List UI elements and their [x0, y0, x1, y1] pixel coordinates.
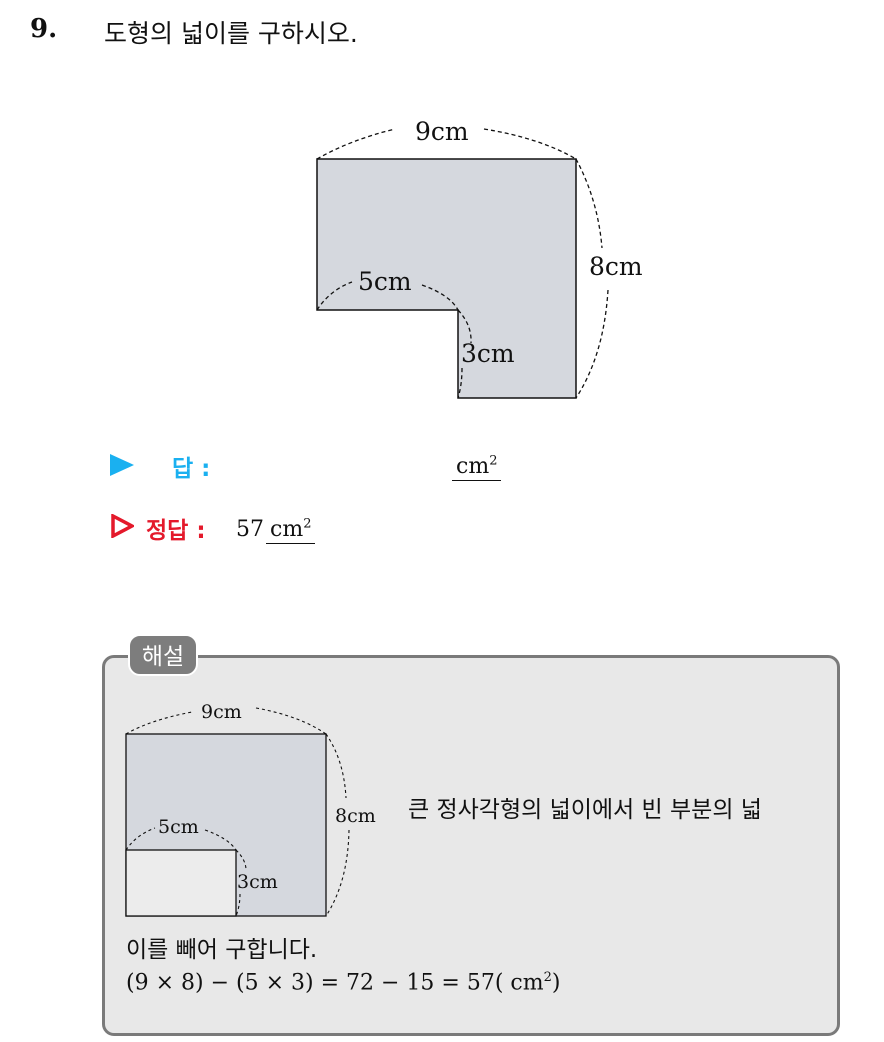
dim-arc-right-lower — [575, 289, 609, 399]
correct-number: 57 — [236, 517, 264, 543]
exp-dim-inner-v-lower — [235, 893, 241, 917]
explanation-text-line1: 큰 정사각형의 넓이에서 빈 부분의 넓 — [408, 797, 762, 823]
exp-label-right: 8cm — [335, 805, 376, 827]
correct-label: 정답 : — [146, 518, 206, 544]
label-inner-vertical: 3cm — [461, 339, 515, 368]
play-triangle-icon — [110, 454, 134, 476]
label-inner-horizontal: 5cm — [358, 267, 412, 296]
explanation-formula: (9 × 8) − (5 × 3) = 72 − 15 = 57( cm2) — [126, 970, 560, 995]
formula-main: (9 × 8) − (5 × 3) = 72 − 15 = 57( cm — [126, 970, 544, 996]
explanation-badge: 해설 — [128, 634, 198, 676]
explanation-box — [102, 655, 840, 1036]
answer-unit-text: cm — [456, 454, 490, 480]
dim-arc-top — [316, 128, 396, 160]
label-right: 8cm — [589, 252, 643, 281]
exp-label-top: 9cm — [201, 701, 242, 723]
answer-label: 답 : — [172, 456, 211, 482]
dim-arc-inner-v-lower — [457, 367, 463, 399]
outline-triangle-icon — [111, 514, 134, 538]
l-shape — [316, 158, 577, 399]
exp-label-inner-vertical: 3cm — [237, 871, 278, 893]
explanation-figure: 9cm 8cm 5cm 3cm — [125, 701, 376, 917]
exp-dim-inner-v-upper — [235, 849, 247, 871]
exp-label-inner-horizontal: 5cm — [158, 816, 199, 838]
exp-dim-right-lower — [325, 829, 350, 917]
correct-unit-exp: 2 — [303, 517, 312, 532]
answer-unit-exp: 2 — [489, 454, 498, 469]
exp-dim-inner-h-left — [125, 827, 156, 851]
dim-arc-inner-h-left — [316, 281, 353, 311]
exp-dim-top-left — [125, 711, 193, 735]
answer-row: 답 : cm2 — [110, 448, 530, 482]
exp-dim-right-upper — [325, 733, 347, 799]
exp-dim-top-right — [255, 707, 327, 735]
dim-arc-top-right — [483, 128, 577, 160]
question-number: 9. — [30, 14, 58, 44]
correct-unit-text: cm — [270, 517, 304, 543]
label-top: 9cm — [415, 117, 469, 146]
formula-close: ) — [551, 970, 561, 996]
dim-arc-right-upper — [575, 158, 603, 249]
dim-arc-inner-v-upper — [457, 309, 472, 344]
formula-exp: 2 — [543, 970, 552, 985]
explanation-text-line2: 이를 빼어 구합니다. — [126, 937, 318, 963]
question-text: 도형의 넓이를 구하시오. — [104, 19, 358, 48]
empty-rect — [125, 849, 237, 917]
main-figure: 9cm 8cm 5cm 3cm — [316, 117, 643, 399]
answer-unit: cm2 — [452, 450, 502, 482]
